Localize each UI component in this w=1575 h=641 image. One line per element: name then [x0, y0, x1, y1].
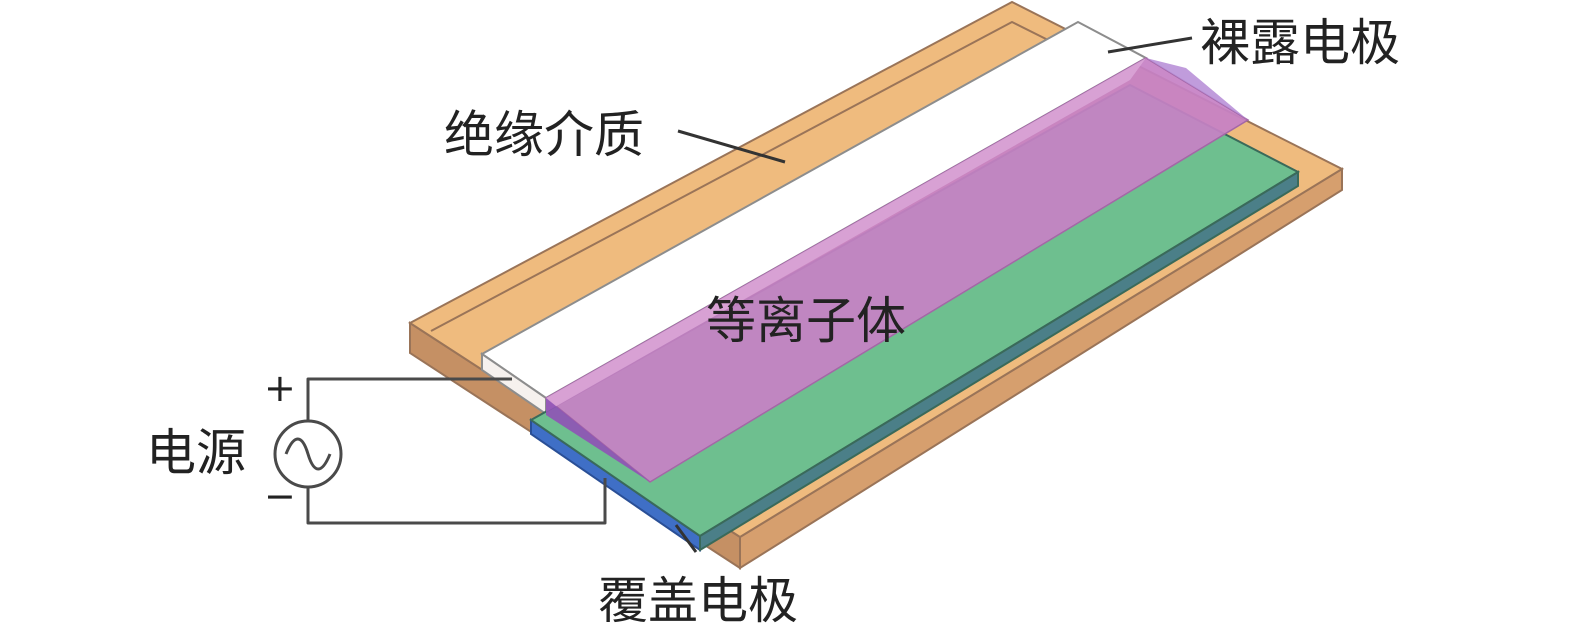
plasma-back-glow — [1146, 58, 1248, 120]
plasma-region — [544, 57, 1250, 483]
leader-lines — [674, 36, 1193, 553]
dielectric-leader — [677, 129, 786, 164]
covered-electrode-leader — [674, 524, 698, 553]
plasma-end-face — [546, 398, 650, 482]
plasma-upper-band — [546, 58, 1146, 412]
bare-electrode-leader — [1107, 36, 1193, 54]
power-source-label: 电源 — [146, 424, 246, 482]
sine-wave-icon — [284, 437, 332, 471]
wire-to-bare-electrode — [306, 377, 512, 425]
covered-electrode-side — [699, 170, 1299, 552]
plasma-label: 等离子体 — [706, 292, 906, 350]
covered-electrode-label: 覆盖电极 — [598, 572, 798, 630]
minus-sign: − — [264, 474, 296, 518]
dielectric-label: 绝缘介质 — [444, 106, 644, 164]
power-source-circuit: + − — [264, 366, 607, 525]
bare-electrode-label: 裸露电极 — [1200, 14, 1400, 72]
plus-sign: + — [264, 366, 296, 410]
wire-to-covered-electrode — [306, 478, 607, 525]
